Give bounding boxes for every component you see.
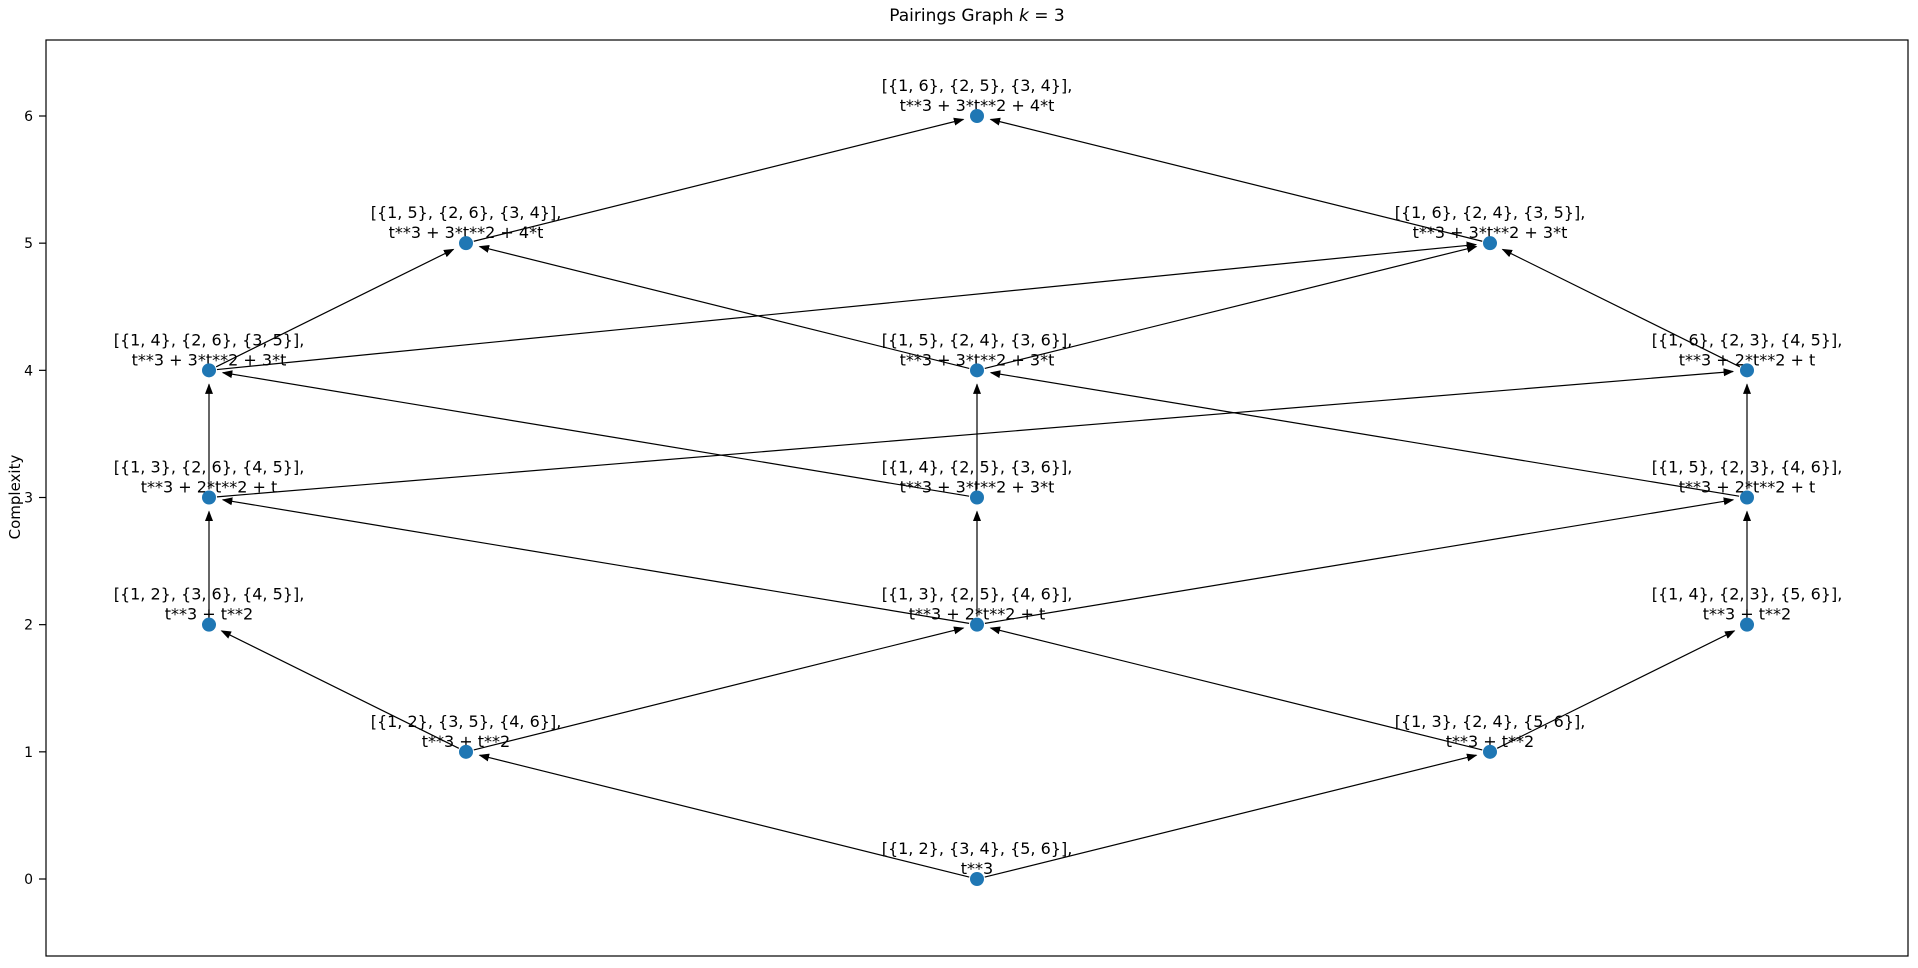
graph-node	[970, 363, 984, 378]
graph-node	[459, 744, 473, 759]
node-polynomial-label: t**3 + 3*t**2 + 3*t	[900, 350, 1055, 369]
graph-node	[970, 490, 984, 505]
node-pairing-label: [{1, 6}, {2, 4}, {3, 5}],	[1395, 203, 1586, 222]
graph-edge	[216, 241, 1478, 371]
graph-node	[970, 108, 984, 123]
chart-title: Pairings Graph k = 3	[46, 6, 1908, 26]
graph-node	[970, 872, 984, 886]
y-tick-label: 4	[24, 363, 33, 379]
graph-edge	[984, 244, 1478, 369]
graph-edge	[220, 630, 460, 749]
graph-edge	[473, 117, 965, 242]
y-tick-label: 1	[24, 745, 33, 761]
graph-edge	[478, 244, 970, 369]
node-pairing-label: [{1, 4}, {2, 6}, {3, 5}],	[114, 330, 305, 349]
graph-node	[1740, 617, 1754, 632]
graph-node	[202, 363, 216, 378]
graph-node	[202, 617, 216, 632]
graph-node	[202, 490, 216, 505]
node-pairing-label: [{1, 3}, {2, 4}, {5, 6}],	[1395, 712, 1586, 731]
node-pairing-label: [{1, 6}, {2, 3}, {4, 5}],	[1652, 330, 1843, 349]
node-pairing-label: [{1, 2}, {3, 4}, {5, 6}],	[882, 839, 1073, 858]
graph-node	[970, 617, 984, 632]
node-pairing-label: [{1, 6}, {2, 5}, {3, 4}],	[882, 76, 1073, 95]
node-polynomial-label: t**3 + 3*t**2 + 3*t	[1413, 223, 1568, 242]
graph-edge	[473, 626, 965, 751]
node-pairing-label: [{1, 5}, {2, 4}, {3, 6}],	[882, 330, 1073, 349]
chart-title-suffix: = 3	[1028, 6, 1065, 26]
graph-edge	[478, 753, 970, 878]
node-polynomial-label: t**3 + 2*t**2 + t	[1679, 350, 1816, 369]
graph-node	[1483, 236, 1497, 251]
graph-edge	[989, 117, 1483, 242]
chart-title-prefix: Pairings Graph	[889, 6, 1019, 26]
y-tick-label: 6	[24, 109, 33, 125]
graph-edge	[221, 370, 970, 497]
node-polynomial-label: t**3	[961, 859, 993, 878]
graph-node	[1740, 490, 1754, 505]
y-tick-label: 0	[24, 872, 33, 888]
graph-edge	[216, 368, 1735, 498]
y-axis-label: Complexity	[6, 454, 24, 540]
graph-edge	[221, 497, 970, 624]
chart-title-variable: k	[1018, 6, 1029, 26]
node-pairing-label: [{1, 2}, {3, 5}, {4, 6}],	[371, 712, 562, 731]
graph-edge	[215, 248, 455, 368]
graph-edge	[984, 497, 1735, 624]
node-polynomial-label: t**3 + 3*t**2 + 3*t	[132, 350, 287, 369]
node-polynomial-label: t**3 + 3*t**2 + 4*t	[389, 223, 544, 242]
graph-node	[1483, 744, 1497, 759]
y-tick-label: 5	[24, 236, 33, 252]
graph-edge	[984, 753, 1478, 878]
graph-edge	[989, 370, 1740, 497]
y-tick-label: 3	[24, 490, 33, 506]
graph-node	[459, 236, 473, 251]
node-pairing-label: [{1, 5}, {2, 6}, {3, 4}],	[371, 203, 562, 222]
graph-edge	[1496, 630, 1736, 749]
y-tick-label: 2	[24, 618, 33, 634]
graph-edge	[989, 626, 1483, 751]
graph-edge	[1501, 248, 1741, 368]
graph-node	[1740, 363, 1754, 378]
node-polynomial-label: t**3 + 3*t**2 + 4*t	[900, 96, 1055, 115]
